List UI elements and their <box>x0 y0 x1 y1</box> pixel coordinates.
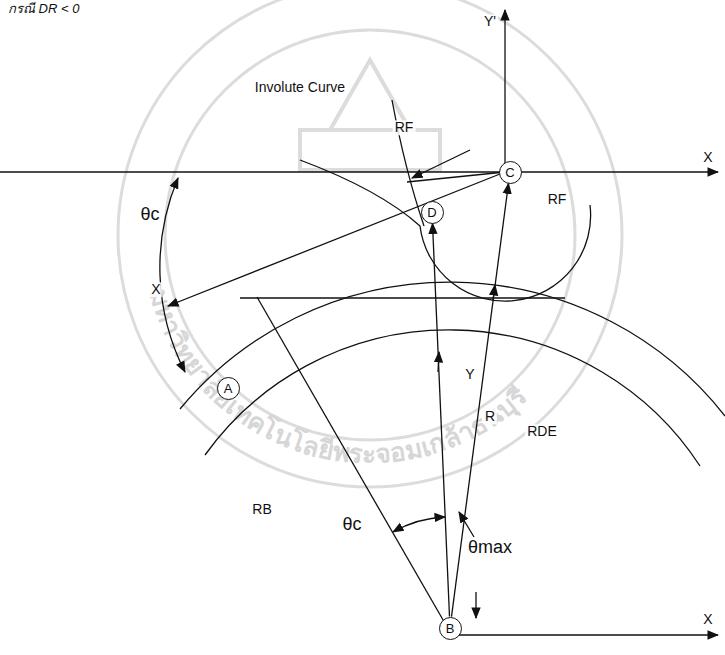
geometry-label: RDE <box>525 424 559 439</box>
callout-circle: B <box>439 617 462 640</box>
callout-circle: D <box>421 201 444 224</box>
geometry-label: X <box>701 612 714 627</box>
geometry-label: θc <box>138 205 161 225</box>
geometry-label: X <box>701 150 714 165</box>
radial-line <box>432 223 449 616</box>
callout-letter: C <box>505 166 514 179</box>
geometry-label: Involute Curve <box>253 80 347 95</box>
callout-letter: A <box>224 382 233 395</box>
watermark-emblem <box>118 0 622 487</box>
geometry-label: RF <box>393 120 416 135</box>
callout-letter: D <box>427 206 436 219</box>
geometry-label: X <box>149 282 162 297</box>
geometry-label: RB <box>250 502 273 517</box>
callout-circle: C <box>499 161 522 184</box>
callout-circle: A <box>217 377 240 400</box>
geometry-label: θc <box>340 515 363 535</box>
geometry-label: θmax <box>466 538 514 558</box>
geometry-lines <box>0 10 725 635</box>
callout-letter: B <box>446 622 455 635</box>
geometry-label: Y' <box>482 14 498 29</box>
geometry-label: Y <box>463 367 476 382</box>
caption-note: กรณี DR < 0 <box>6 2 81 16</box>
geometry-label: R <box>483 409 497 424</box>
geometry-label: RF <box>546 192 569 207</box>
